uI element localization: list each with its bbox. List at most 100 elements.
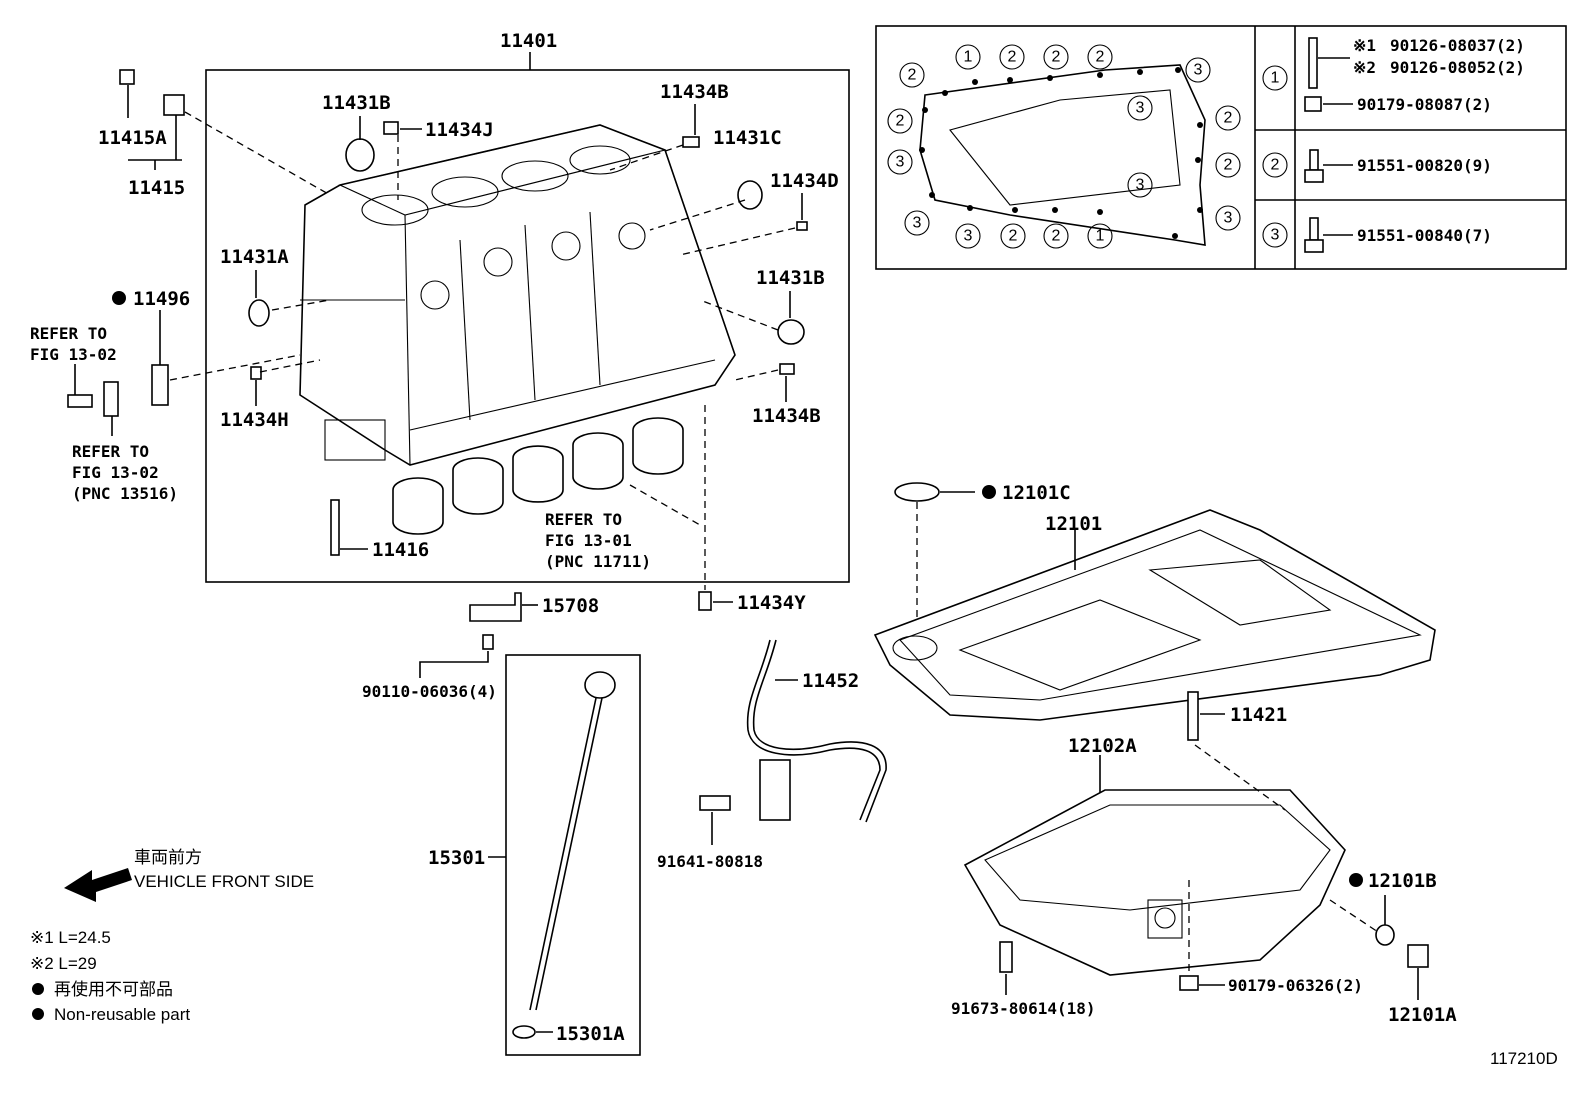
label-90126-08052: 90126-08052(2) (1390, 58, 1525, 77)
label-12101B: 12101B (1368, 870, 1437, 892)
svg-text:(PNC 13516): (PNC 13516) (72, 484, 178, 503)
label-90126-08037: 90126-08037(2) (1390, 36, 1525, 55)
label-91551-00840: 91551-00840(7) (1357, 226, 1492, 245)
nut-90179-06326-drawing (1179, 975, 1199, 991)
label-11434D: 11434D (770, 170, 839, 192)
oring-15301A-drawing (512, 1025, 536, 1039)
label-11401: 11401 (500, 30, 557, 52)
plug-11415A-drawing (119, 69, 135, 85)
svg-text:FIG 13-01: FIG 13-01 (545, 531, 632, 550)
label-11434B-top: 11434B (660, 81, 729, 103)
svg-text:(PNC 11711): (PNC 11711) (545, 552, 651, 571)
front-side-label-jp: 車両前方 (134, 848, 202, 867)
oil-pan-12101-drawing (873, 509, 1436, 721)
label-11452: 11452 (802, 670, 859, 692)
label-11434J: 11434J (425, 119, 494, 141)
union-11415-drawing (163, 94, 185, 116)
label-91551-00820: 91551-00820(9) (1357, 156, 1492, 175)
label-15301: 15301 (428, 847, 485, 869)
nonreuse-dot-12101C (982, 485, 996, 499)
svg-text:3: 3 (1224, 210, 1233, 227)
label-11496: 11496 (133, 288, 190, 310)
label-11416: 11416 (372, 539, 429, 561)
svg-text:REFER TO: REFER TO (545, 510, 622, 529)
svg-text:FIG 13-02: FIG 13-02 (30, 345, 117, 364)
svg-text:3: 3 (1194, 62, 1203, 79)
svg-text:※1: ※1 (1353, 36, 1376, 55)
svg-text:2: 2 (896, 113, 905, 130)
svg-text:2: 2 (908, 67, 917, 84)
figure-id: 117210D (1490, 1049, 1558, 1068)
label-12101A: 12101A (1388, 1004, 1457, 1026)
nonreuse-dot-11496 (112, 291, 126, 305)
inset-bolt-dots (919, 67, 1203, 239)
nonreuse-dot-12101B (1349, 873, 1363, 887)
label-11431A: 11431A (220, 246, 289, 268)
svg-text:2: 2 (1224, 110, 1233, 127)
svg-text:2: 2 (1224, 157, 1233, 174)
label-90179-08087: 90179-08087(2) (1357, 95, 1492, 114)
label-11431B-top: 11431B (322, 92, 391, 114)
label-15708: 15708 (542, 595, 599, 617)
inset-circled-numbers: 1 2 2 2 2 2 3 3 3 2 2 1 3 3 2 2 3 3 (887, 44, 1241, 249)
plug-12101A-drawing (1407, 944, 1429, 968)
label-11431C: 11431C (713, 127, 782, 149)
label-12101C: 12101C (1002, 482, 1071, 504)
guide-11452-drawing (746, 639, 881, 821)
oring-12101C-drawing (894, 482, 940, 502)
label-91641-80818: 91641-80818 (657, 852, 763, 871)
label-91673-80614: 91673-80614(18) (951, 999, 1096, 1018)
svg-text:※2: ※2 (1353, 58, 1376, 77)
svg-text:FIG 13-02: FIG 13-02 (72, 463, 159, 482)
svg-text:3: 3 (1136, 100, 1145, 117)
svg-text:3: 3 (896, 154, 905, 171)
label-12102A: 12102A (1068, 735, 1137, 757)
bolt-91673-drawing (999, 941, 1013, 973)
label-11434H: 11434H (220, 409, 289, 431)
nonreuse-label-jp: 再使用不可部品 (54, 979, 173, 999)
label-11421: 11421 (1230, 704, 1287, 726)
svg-text:3: 3 (1271, 227, 1280, 244)
note-length-2: ※2 L=29 (30, 954, 97, 973)
refer-block-2: REFER TO FIG 13-02 (PNC 13516) (72, 442, 178, 503)
bracket-15708-drawing (469, 592, 522, 622)
svg-text:1: 1 (964, 49, 973, 66)
inset-pan-outline (919, 64, 1206, 246)
svg-text:2: 2 (1271, 157, 1280, 174)
label-90179-06326: 90179-06326(2) (1228, 976, 1363, 995)
label-90110-06036: 90110-06036(4) (362, 682, 497, 701)
gasket-11496-drawing (151, 364, 169, 406)
bolt-layout-inset (875, 25, 1567, 270)
svg-text:3: 3 (1136, 177, 1145, 194)
refer-block-1: REFER TO FIG 13-02 (30, 324, 117, 364)
svg-text:2: 2 (1009, 228, 1018, 245)
svg-text:3: 3 (964, 228, 973, 245)
dipstick-group-frame (505, 654, 641, 1056)
pin-11434Y-drawing (698, 591, 712, 611)
nonreuse-dot-icon-en (32, 1008, 44, 1020)
bolt-91641-drawing (699, 795, 731, 811)
svg-text:2: 2 (1052, 49, 1061, 66)
dipstick-handle-drawing (584, 671, 616, 699)
refer-block-3: REFER TO FIG 13-01 (PNC 11711) (545, 510, 651, 571)
label-11434B-mid: 11434B (752, 405, 821, 427)
nonreuse-dot-icon-jp (32, 983, 44, 995)
block-group-frame (205, 69, 850, 583)
cylinder-block-drawing (299, 124, 736, 466)
svg-text:2: 2 (1008, 49, 1017, 66)
bolt-table: 1 ※1 ※2 90126-08037(2) 90126-08052(2) 90… (1262, 36, 1525, 253)
svg-text:REFER TO: REFER TO (72, 442, 149, 461)
svg-text:3: 3 (913, 215, 922, 232)
front-arrow-icon (64, 868, 132, 902)
note-length-1: ※1 L=24.5 (30, 928, 111, 947)
svg-text:REFER TO: REFER TO (30, 324, 107, 343)
label-11415A: 11415A (98, 127, 167, 149)
svg-text:2: 2 (1096, 49, 1105, 66)
gasket-12101B-drawing (1375, 924, 1395, 946)
label-11415: 11415 (128, 177, 185, 199)
svg-text:1: 1 (1096, 228, 1105, 245)
label-11434Y: 11434Y (737, 592, 806, 614)
stud-11421-drawing (1187, 691, 1199, 741)
nonreuse-label-en: Non-reusable part (54, 1005, 190, 1024)
